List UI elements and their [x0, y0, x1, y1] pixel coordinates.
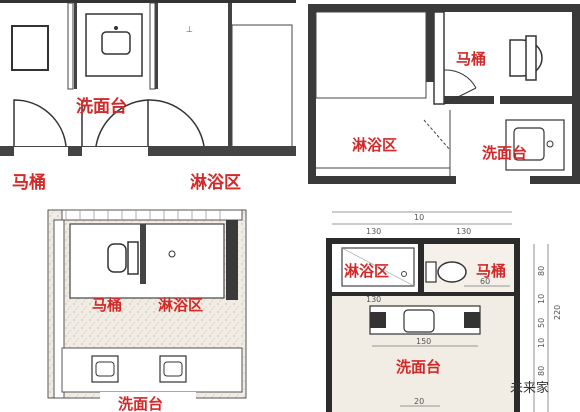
floorplan-3-drawing: 马桶 淋浴区 洗面台: [47, 209, 247, 412]
svg-text:⊥: ⊥: [186, 25, 193, 34]
toilet-shape: [107, 243, 127, 273]
floorplan-2-drawing: 马桶 淋浴区 洗面台: [308, 4, 580, 184]
dim-shower-130: 130: [366, 295, 381, 304]
vanity-counter-shape: [61, 347, 243, 393]
label-shower: 淋浴区: [352, 136, 397, 154]
floorplan-panel-3: 马桶 淋浴区 洗面台: [0, 206, 296, 412]
label-toilet: 马桶: [456, 50, 486, 68]
label-shower: 淋浴区: [190, 172, 241, 193]
label-toilet: 马桶: [92, 296, 122, 314]
floorplan-1-drawing: ⊥ 洗面台 马桶 淋浴区: [0, 0, 296, 193]
dim-right-10-b: 10: [537, 338, 546, 348]
dim-60: 60: [480, 277, 490, 286]
label-shower: 淋浴区: [344, 262, 389, 280]
dim-right-80-bottom: 80: [537, 366, 546, 376]
dim-right-220: 220: [553, 305, 562, 320]
watermark-text: 未来家: [510, 380, 549, 396]
dim-right-80-top: 80: [537, 266, 546, 276]
label-toilet: 马桶: [12, 172, 46, 193]
floorplan-panel-2: 马桶 淋浴区 洗面台: [300, 0, 580, 200]
toilet-shape: [437, 261, 467, 283]
door-swing-right: [147, 99, 205, 147]
toilet-tank-shape: [11, 25, 49, 71]
dim-bottom-20: 20: [414, 397, 424, 406]
label-shower: 淋浴区: [158, 296, 203, 314]
label-sink: 洗面台: [76, 96, 127, 117]
dim-top-10: 10: [414, 213, 424, 222]
dim-right-10-a: 10: [537, 294, 546, 304]
dim-top-130-right: 130: [456, 227, 471, 236]
floorplan-4-drawing: 10 130 130 60 130 150 80 10 50 10 80 220…: [326, 211, 562, 412]
label-sink: 洗面台: [482, 144, 527, 162]
floorplan-panel-4: 10 130 130 60 130 150 80 10 50 10 80 220…: [300, 206, 580, 412]
label-toilet: 马桶: [476, 262, 506, 280]
label-sink: 洗面台: [396, 358, 441, 376]
floorplan-panel-1: ⊥ 洗面台 马桶 淋浴区: [0, 0, 296, 200]
dim-150: 150: [416, 337, 431, 346]
dim-top-130-left: 130: [366, 227, 381, 236]
label-sink: 洗面台: [118, 395, 163, 412]
door-swing-left: [13, 99, 67, 147]
dim-right-50: 50: [537, 318, 546, 328]
sink-basin-shape: [101, 31, 131, 55]
